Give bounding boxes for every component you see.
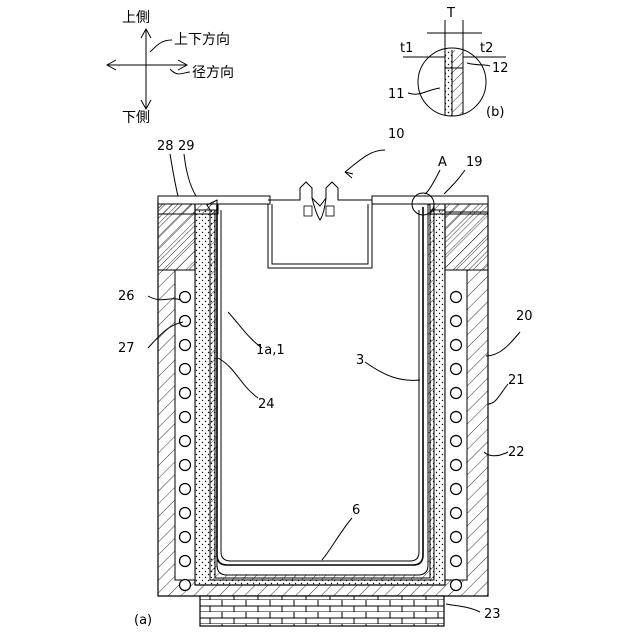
- lid-assembly: [218, 204, 423, 268]
- label-11: 11: [388, 87, 405, 102]
- label-10: 10: [388, 127, 405, 142]
- coil-turn: [180, 556, 191, 567]
- coil-turn: [451, 388, 462, 399]
- label-20: 20: [516, 309, 533, 324]
- top-plate-right: [372, 196, 488, 204]
- leader-vertical-direction: [150, 40, 172, 52]
- coil-turn: [451, 412, 462, 423]
- coil-turn: [451, 316, 462, 327]
- coil-turn: [180, 364, 191, 375]
- coil-turn: [180, 292, 191, 303]
- label-T: T: [446, 6, 455, 21]
- coil-turn: [451, 340, 462, 351]
- label-3: 3: [356, 353, 364, 368]
- label-27: 27: [118, 341, 135, 356]
- label-29: 29: [178, 139, 195, 154]
- lower-side-label: 下側: [122, 110, 150, 126]
- vertical-direction-label: 上下方向: [174, 32, 230, 48]
- label-21: 21: [508, 373, 525, 388]
- upper-side-label: 上側: [122, 10, 150, 26]
- crucible-inner: [217, 205, 423, 565]
- coil-turn: [451, 508, 462, 519]
- detail-b: T t1 t2 12 11 (b): [388, 6, 509, 120]
- coil-turn: [180, 436, 191, 447]
- caption-b: (b): [486, 105, 504, 120]
- coil-turn: [451, 364, 462, 375]
- lid-block-right: [445, 212, 488, 270]
- coil-turn: [180, 532, 191, 543]
- refractory-lining: [195, 210, 445, 585]
- coil-turn: [180, 508, 191, 519]
- label-12: 12: [492, 61, 509, 76]
- coil-turn: [451, 460, 462, 471]
- leader-radial-direction: [170, 69, 190, 74]
- label-A: A: [438, 155, 447, 170]
- direction-legend: 上側 上下方向 径方向 下側: [107, 10, 234, 126]
- coil-turn: [180, 412, 191, 423]
- radial-direction-label: 径方向: [192, 65, 234, 81]
- coil-turn: [451, 292, 462, 303]
- label-t1: t1: [400, 41, 413, 56]
- brick-base: [200, 596, 444, 626]
- main-figure-a: 10 A 19 28 29 26 27 1a,1 24 3 20 21 22 6…: [118, 127, 533, 628]
- caption-a: (a): [134, 613, 152, 628]
- coil-turn: [180, 484, 191, 495]
- crucible-wall: [207, 200, 434, 580]
- label-23: 23: [484, 607, 501, 622]
- coil-turn: [451, 484, 462, 495]
- label-19: 19: [466, 155, 483, 170]
- label-28: 28: [157, 139, 174, 154]
- label-24: 24: [258, 397, 275, 412]
- coil-turn: [180, 388, 191, 399]
- label-t2: t2: [480, 41, 493, 56]
- coil-turn: [180, 580, 191, 591]
- label-26: 26: [118, 289, 135, 304]
- coil-turn: [180, 460, 191, 471]
- coil-turn: [451, 580, 462, 591]
- coil-turn: [451, 532, 462, 543]
- label-6: 6: [352, 503, 360, 518]
- coil-turn: [451, 436, 462, 447]
- coil-turn: [451, 556, 462, 567]
- coil-turn: [180, 340, 191, 351]
- label-22: 22: [508, 445, 525, 460]
- coil-turn: [180, 316, 191, 327]
- label-1a1: 1a,1: [256, 343, 285, 358]
